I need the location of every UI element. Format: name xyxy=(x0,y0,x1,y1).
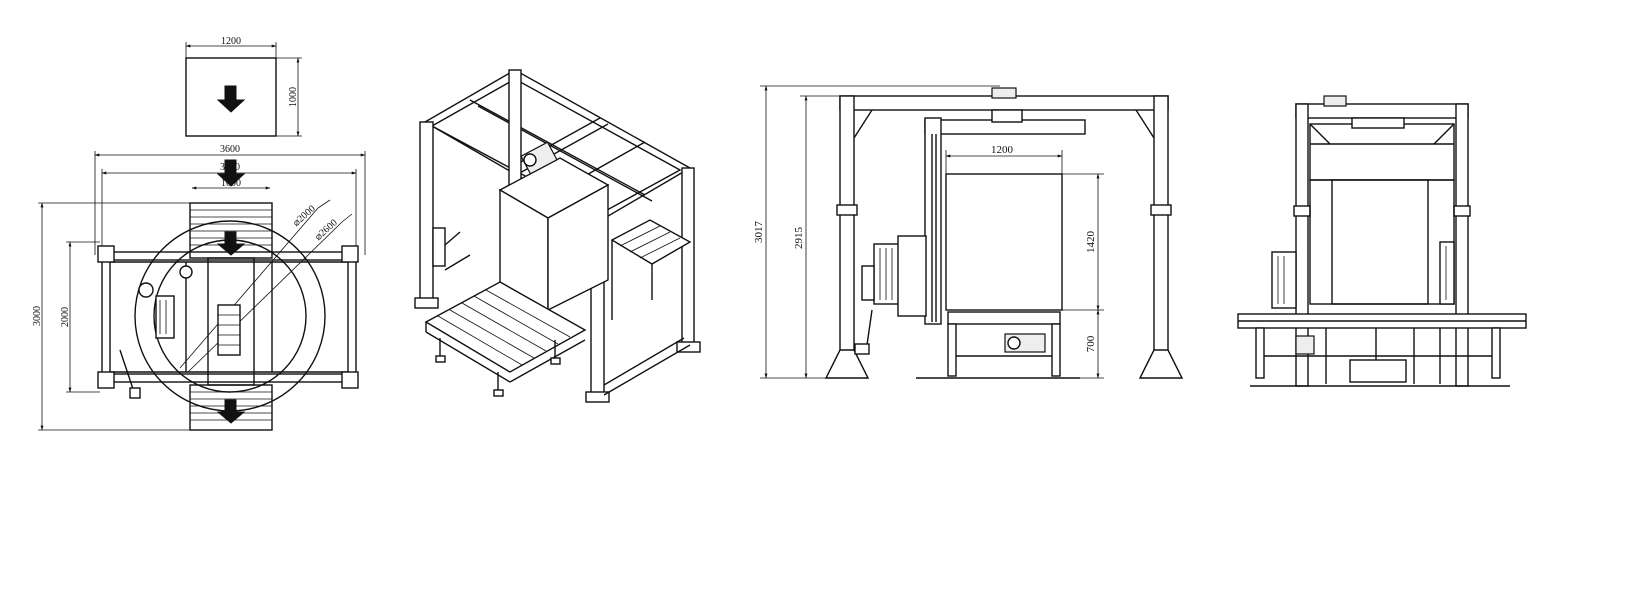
motor-icon xyxy=(1295,335,1315,355)
dim-pallet-depth: 1000 xyxy=(288,87,299,107)
plan-view: 1200 1000 3600 3200 1000 3000 2000 ⌀2000 xyxy=(32,36,366,431)
frame-post xyxy=(419,121,434,308)
dim-pallet-width: 1200 xyxy=(221,36,241,47)
dim-load-width: 1200 xyxy=(991,144,1014,156)
dim-overall-height: 3017 xyxy=(753,221,765,244)
direction-arrow-icon xyxy=(216,159,246,187)
dim-load-height: 1420 xyxy=(1085,231,1097,254)
dim-overall-depth: 3000 xyxy=(32,306,43,326)
pallet-outline xyxy=(185,57,277,137)
center-conveyor xyxy=(207,257,255,386)
direction-arrow-icon xyxy=(216,399,246,424)
isometric-view xyxy=(414,69,701,403)
dim-wrap-diameter-outer: ⌀2600 xyxy=(313,217,340,243)
front-elevation-view: 3017 2915 xyxy=(753,85,1184,379)
load-outline xyxy=(945,173,1063,311)
feed-direction-arrow-icon xyxy=(216,85,246,113)
motor-icon xyxy=(991,87,1017,99)
motor-icon xyxy=(1323,95,1347,107)
film-carriage xyxy=(119,265,193,399)
frame-post xyxy=(681,167,695,349)
side-elevation-view xyxy=(1237,95,1527,387)
dim-frame-depth: 2000 xyxy=(60,307,71,327)
dim-overall-width: 3600 xyxy=(220,144,240,155)
dim-conveyor-height: 700 xyxy=(1085,335,1097,352)
dim-wrap-diameter-inner: ⌀2000 xyxy=(291,203,318,229)
frame-outline xyxy=(97,245,359,389)
load-outline xyxy=(1331,179,1429,305)
dim-frame-height: 2915 xyxy=(793,227,805,250)
direction-arrow-icon xyxy=(216,231,246,256)
